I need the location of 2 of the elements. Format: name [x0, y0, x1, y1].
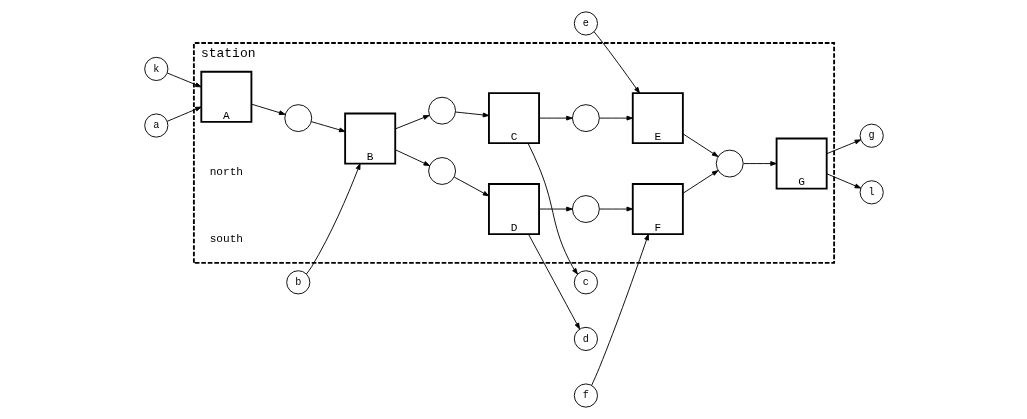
label: north [209, 165, 243, 178]
label: south [209, 232, 243, 245]
